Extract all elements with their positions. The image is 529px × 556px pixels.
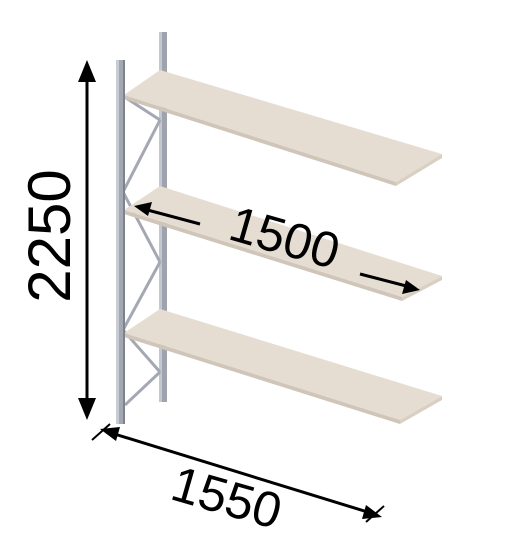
shelf-bottom bbox=[124, 309, 442, 424]
depth-dimension-label: 1550 bbox=[166, 455, 288, 539]
shelf-top bbox=[124, 70, 442, 186]
side-frame-bracing bbox=[121, 94, 162, 407]
shelf-width-dimension-label: 1500 bbox=[224, 195, 346, 279]
front-upright-post bbox=[116, 60, 125, 424]
height-dimension-label: 2250 bbox=[16, 169, 83, 302]
depth-dimension-line bbox=[91, 423, 385, 523]
height-dimension-line bbox=[78, 60, 96, 420]
shelf-width-dimension-line bbox=[134, 202, 420, 294]
shelf-middle bbox=[124, 186, 442, 301]
